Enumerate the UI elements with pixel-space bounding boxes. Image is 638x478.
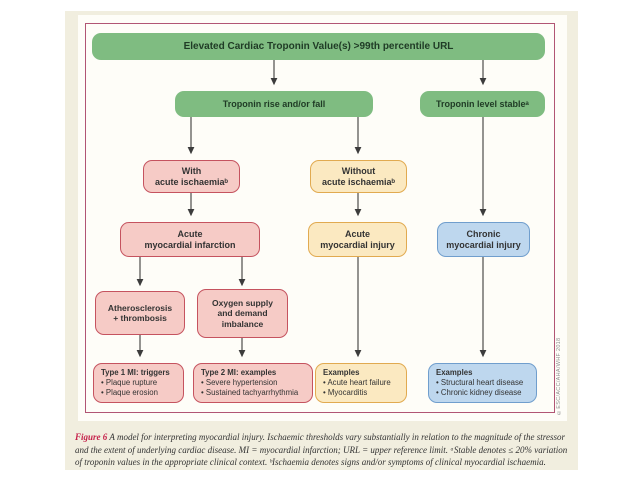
example-item: • Severe hypertension [201, 378, 278, 387]
figure-caption: Figure 6 A model for interpreting myocar… [75, 431, 572, 469]
node-label-line2: myocardial injury [320, 239, 395, 250]
node-label-line2: acute ischaemiaᵇ [154, 176, 229, 187]
node-oxygen-supply-demand-imbalance: Oxygen supply and demand imbalance [197, 289, 288, 338]
node-label-line2: acute ischaemiaᵇ [321, 176, 396, 187]
node-label-line1: Acute [344, 228, 370, 239]
node-acute-myocardial-infarction: Acute myocardial infarction [120, 222, 260, 257]
figure-caption-text: A model for interpreting myocardial inju… [75, 432, 568, 467]
node-label-line2: + thrombosis [113, 313, 167, 323]
example-title: Type 2 MI: examples [201, 368, 277, 377]
figure-caption-label: Figure 6 [75, 432, 108, 442]
node-label-line2: myocardial injury [446, 239, 521, 250]
example-title: Examples [323, 368, 360, 377]
figure-frame [85, 23, 555, 413]
node-with-acute-ischaemia: With acute ischaemiaᵇ [143, 160, 240, 193]
example-item: • Plaque erosion [101, 388, 158, 397]
node-type2-mi-examples: Type 2 MI: examples • Severe hypertensio… [193, 363, 313, 403]
node-label-line1: Chronic [466, 228, 501, 239]
node-atherosclerosis-thrombosis: Atherosclerosis + thrombosis [95, 291, 185, 335]
example-item: • Acute heart failure [323, 378, 391, 387]
node-label: Troponin level stableᵃ [436, 98, 529, 109]
node-without-acute-ischaemia: Without acute ischaemiaᵇ [310, 160, 407, 193]
node-label-line1: Acute [177, 228, 203, 239]
node-type1-mi-triggers: Type 1 MI: triggers • Plaque rupture • P… [93, 363, 184, 403]
node-chronic-injury-examples: Examples • Structural heart disease • Ch… [428, 363, 537, 403]
node-troponin-rise-fall: Troponin rise and/or fall [175, 91, 373, 117]
example-item: • Structural heart disease [436, 378, 524, 387]
example-item: • Myocarditis [323, 388, 368, 397]
node-label-line3: imbalance [221, 318, 264, 329]
example-item: • Plaque rupture [101, 378, 158, 387]
copyright-vertical-text: ©ESC/ACC/AHA/WHF 2018 [556, 337, 562, 415]
example-title: Examples [436, 368, 473, 377]
example-item: • Sustained tachyarrhythmia [201, 388, 299, 397]
node-elevated-troponin: Elevated Cardiac Troponin Value(s) >99th… [92, 33, 545, 60]
node-label-line1: Atherosclerosis [107, 302, 173, 313]
example-title: Type 1 MI: triggers [101, 368, 170, 377]
node-troponin-level-stable: Troponin level stableᵃ [420, 91, 545, 117]
node-acute-injury-examples: Examples • Acute heart failure • Myocard… [315, 363, 407, 403]
example-item: • Chronic kidney disease [436, 388, 522, 397]
node-label-line1: With [181, 165, 202, 176]
node-label-line2: myocardial infarction [144, 239, 236, 250]
node-label-line1: Without [341, 165, 376, 176]
node-acute-myocardial-injury: Acute myocardial injury [308, 222, 407, 257]
node-label: Elevated Cardiac Troponin Value(s) >99th… [183, 40, 454, 52]
node-chronic-myocardial-injury: Chronic myocardial injury [437, 222, 530, 257]
node-label-line2: and demand [217, 308, 268, 319]
node-label: Troponin rise and/or fall [222, 98, 326, 109]
node-label-line1: Oxygen supply [212, 298, 273, 309]
